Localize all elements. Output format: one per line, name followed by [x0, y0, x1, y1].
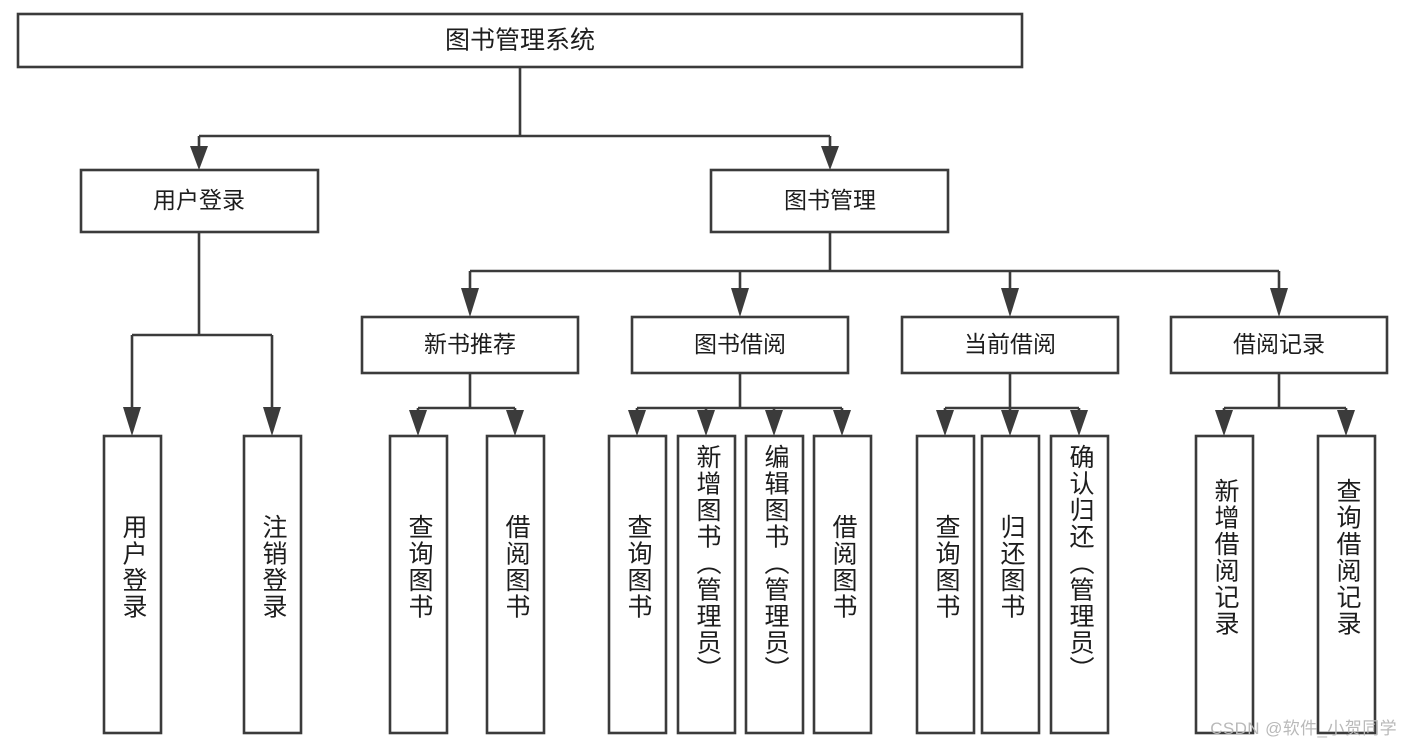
- node-new-book-recommend-label: 新书推荐: [424, 331, 516, 357]
- arrow-head-book-borrow-leaf2: [697, 410, 715, 436]
- node-current-borrow-box[interactable]: [900, 315, 1120, 375]
- node-root-box[interactable]: [16, 12, 1024, 69]
- arrow-head-l3-2: [731, 288, 749, 317]
- arrow-head-new-book-leaf2: [506, 410, 524, 436]
- node-new-book-recommend[interactable]: 新书推荐: [360, 315, 580, 375]
- leaf-box-new-book-1[interactable]: [388, 434, 449, 735]
- node-book-borrow[interactable]: 图书借阅: [630, 315, 850, 375]
- arrow-head-current-borrow-leaf1: [936, 410, 954, 436]
- node-book-borrow-label: 图书借阅: [694, 331, 786, 357]
- arrow-head-user-login: [190, 146, 208, 170]
- arrow-head-book-manage: [821, 146, 839, 170]
- watermark-text: CSDN @软件_小贺同学: [1210, 719, 1397, 738]
- leaf-box-book-borrow-1[interactable]: [607, 434, 668, 735]
- leaf-box-current-borrow-1[interactable]: [915, 434, 976, 735]
- node-user-login-label: 用户登录: [153, 187, 245, 213]
- leaf-box-book-borrow-4[interactable]: [812, 434, 873, 735]
- node-user-login[interactable]: 用户登录: [79, 168, 320, 234]
- leaf-box-user-login-2[interactable]: [242, 434, 303, 735]
- arrow-head-user-login-leaf2: [263, 407, 281, 436]
- arrow-head-l3-3: [1001, 288, 1019, 317]
- node-current-borrow[interactable]: 当前借阅: [900, 315, 1120, 375]
- arrow-head-current-borrow-leaf2: [1001, 410, 1019, 436]
- arrow-head-new-book-leaf1: [409, 410, 427, 436]
- arrow-head-borrow-record-leaf1: [1215, 410, 1233, 436]
- node-root[interactable]: 图书管理系统: [16, 12, 1024, 69]
- node-root-label: 图书管理系统: [445, 27, 595, 55]
- leaf-box-user-login-1[interactable]: [102, 434, 163, 735]
- node-borrow-record-label: 借阅记录: [1233, 331, 1325, 357]
- arrow-head-l3-4: [1270, 288, 1288, 317]
- node-book-manage[interactable]: 图书管理: [709, 168, 950, 234]
- node-borrow-record-box[interactable]: [1169, 315, 1389, 375]
- arrow-head-book-borrow-leaf4: [833, 410, 851, 436]
- leaf-box-current-borrow-2[interactable]: [980, 434, 1041, 735]
- node-book-manage-label: 图书管理: [784, 187, 876, 213]
- node-new-book-recommend-box[interactable]: [360, 315, 580, 375]
- arrow-head-book-borrow-leaf3: [765, 410, 783, 436]
- leaf-box-new-book-2[interactable]: [485, 434, 546, 735]
- arrow-head-current-borrow-leaf3: [1070, 410, 1088, 436]
- connector-layer: [123, 67, 1355, 436]
- leaf-box-book-borrow-2[interactable]: [676, 434, 737, 735]
- node-book-manage-box[interactable]: [709, 168, 950, 234]
- leaf-box-borrow-record-2[interactable]: [1316, 434, 1377, 735]
- node-book-borrow-box[interactable]: [630, 315, 850, 375]
- arrow-head-l3-1: [461, 288, 479, 317]
- arrow-head-user-login-leaf1: [123, 407, 141, 436]
- node-current-borrow-label: 当前借阅: [964, 331, 1056, 357]
- node-user-login-box[interactable]: [79, 168, 320, 234]
- leaf-box-current-borrow-3[interactable]: [1049, 434, 1110, 735]
- node-borrow-record[interactable]: 借阅记录: [1169, 315, 1389, 375]
- arrow-head-book-borrow-leaf1: [628, 410, 646, 436]
- leaf-box-borrow-record-1[interactable]: [1194, 434, 1255, 735]
- arrow-head-borrow-record-leaf2: [1337, 410, 1355, 436]
- leaf-box-book-borrow-3[interactable]: [744, 434, 805, 735]
